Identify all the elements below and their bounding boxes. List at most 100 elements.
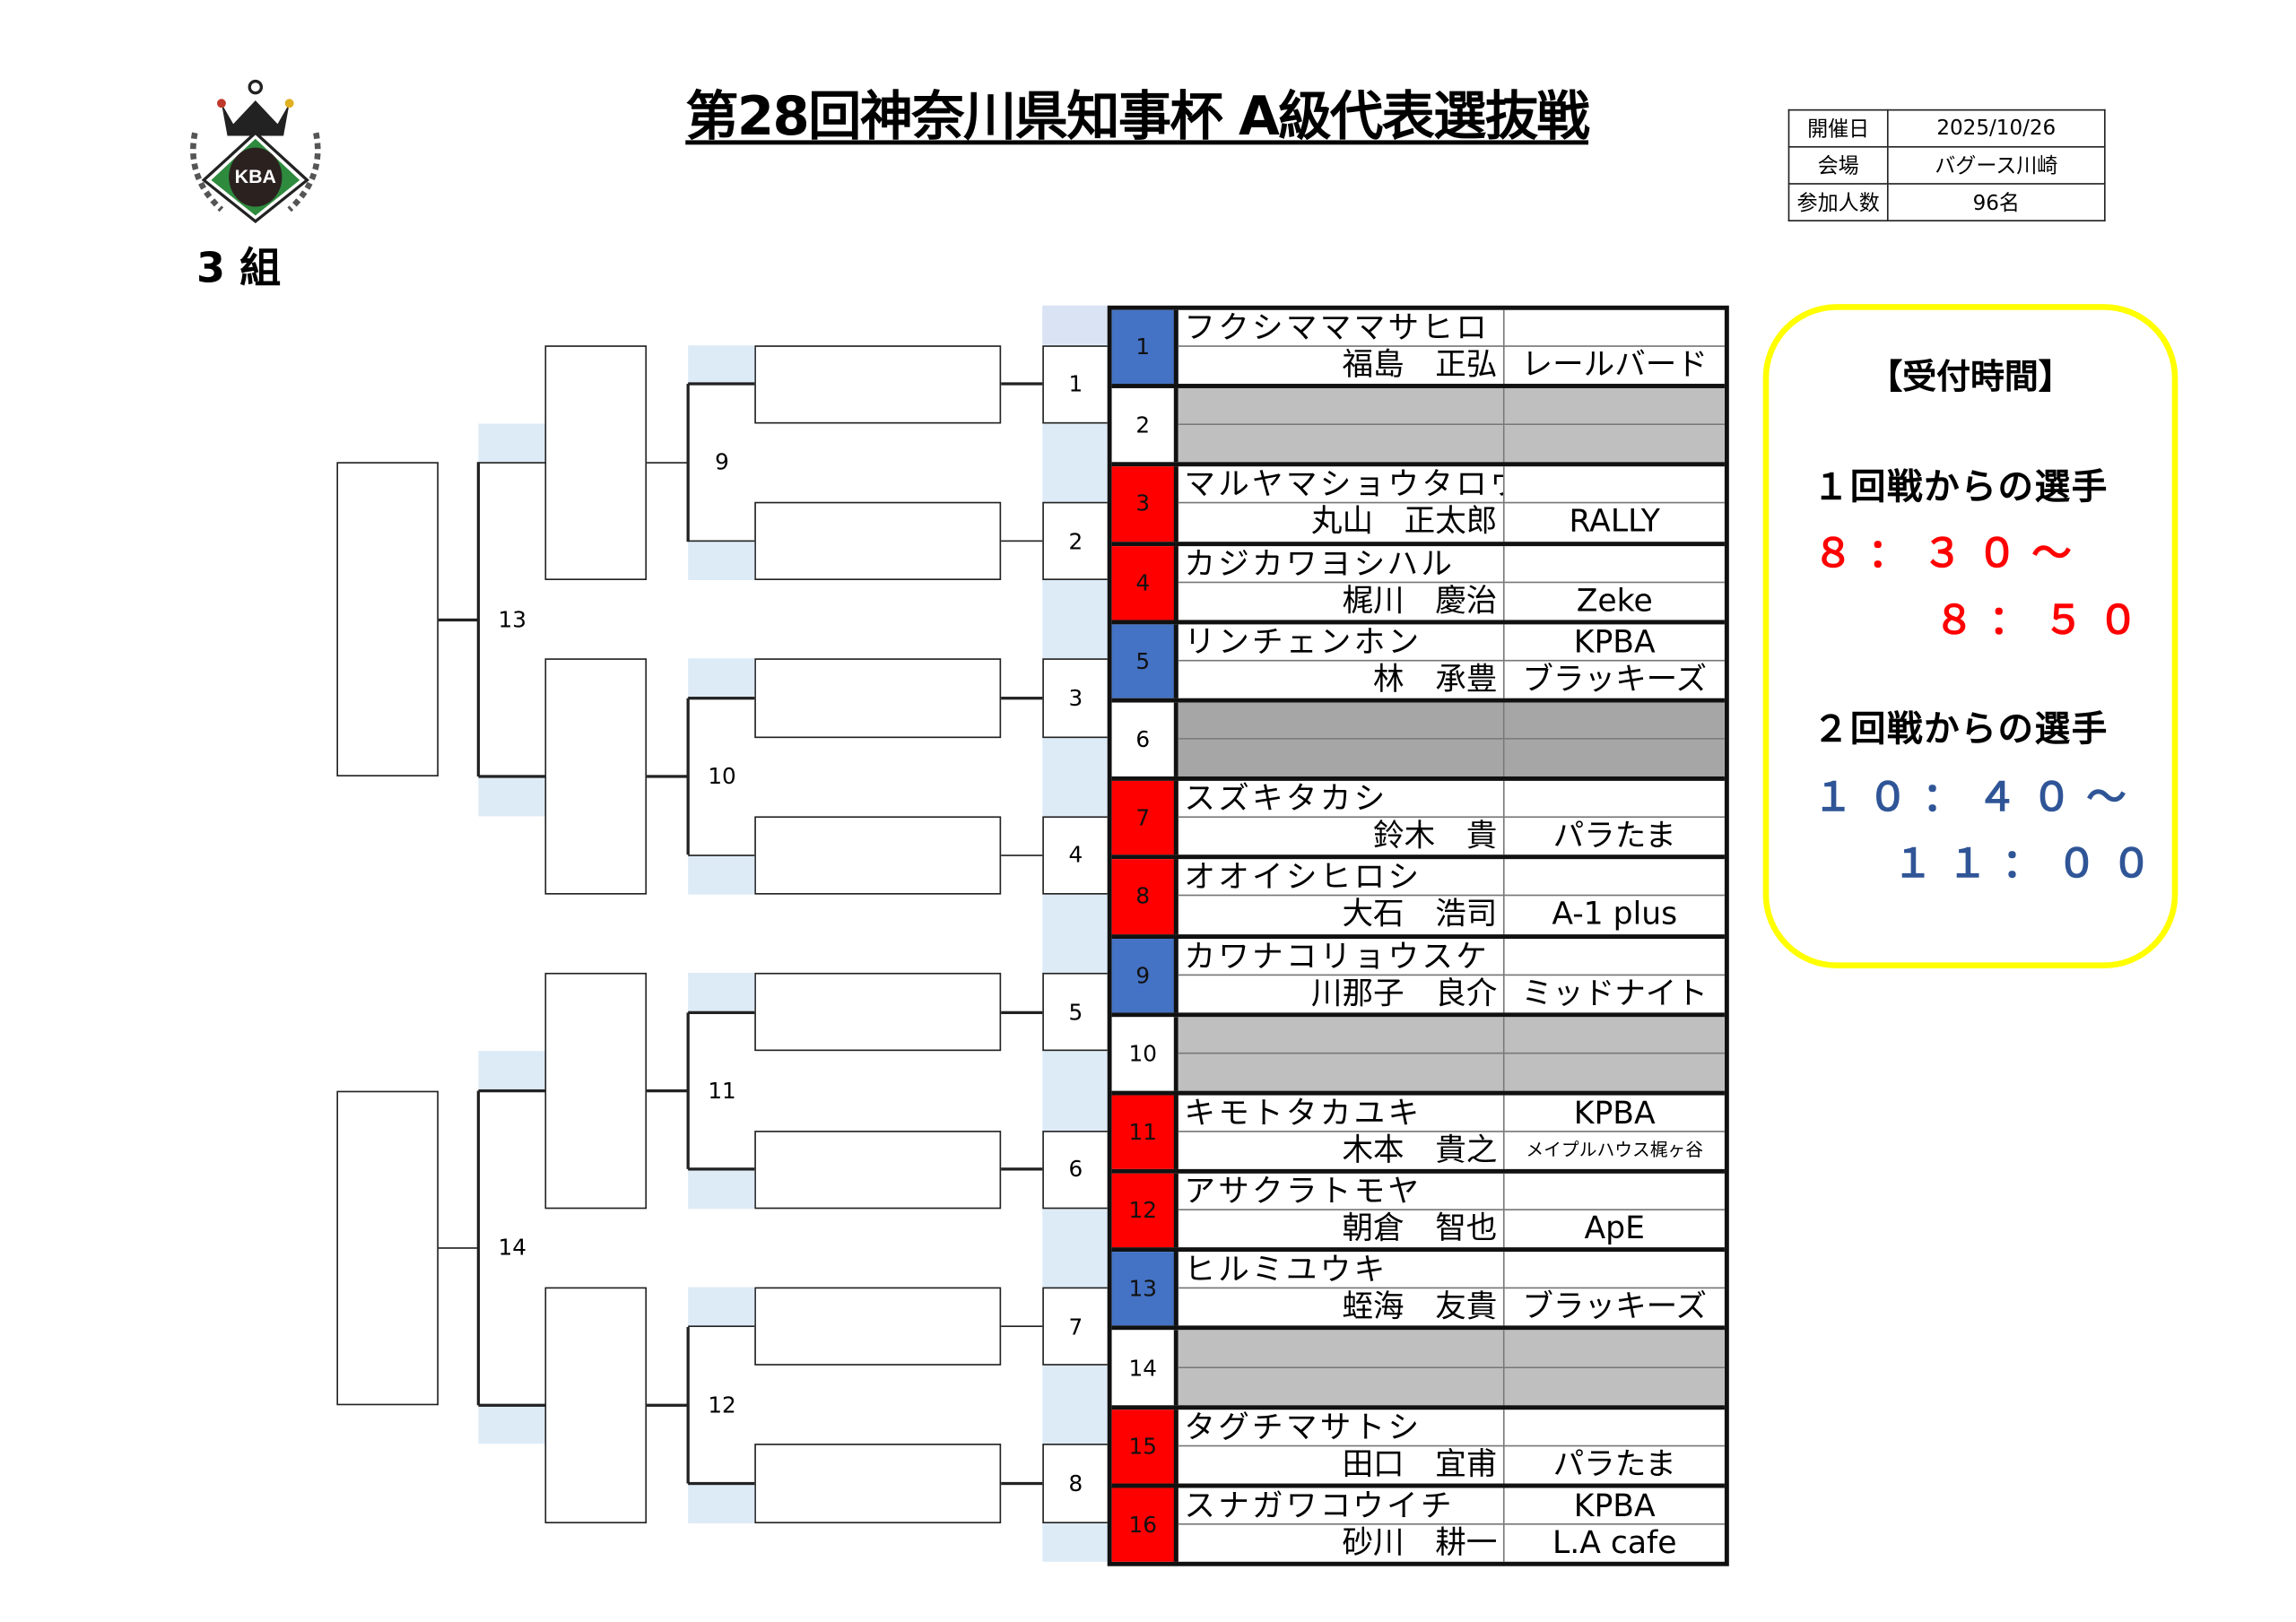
player-kana: タグチマサトシ <box>1178 1409 1505 1446</box>
bracket-shading <box>688 344 755 385</box>
player-cells <box>1178 1331 1725 1405</box>
bracket-shading <box>478 423 545 463</box>
r1-column-shading <box>1042 305 1108 1562</box>
connector-line <box>478 1089 545 1092</box>
player-cells: カワナコリョウスケ川那子 良介ミッドナイト <box>1178 938 1725 1012</box>
player-kana: マルヤマショウタロウ <box>1178 466 1505 505</box>
connector-line <box>686 1326 690 1484</box>
seed-number: 16 <box>1111 1488 1178 1562</box>
connector-line <box>688 1167 755 1171</box>
round1-from: ８：３０～ <box>1813 531 2087 577</box>
connector-line <box>478 1403 545 1407</box>
bracket-shading <box>478 776 545 817</box>
connector-line <box>688 540 755 542</box>
bracket-shading <box>688 541 755 581</box>
page-title: 第28回神奈川県知事杯 A級代表選抜戦 <box>443 74 1831 151</box>
round1-winner-slot <box>754 1130 1002 1209</box>
svg-text:KBA: KBA <box>235 166 276 187</box>
team-name: レールバード <box>1521 347 1708 383</box>
connector-line <box>478 461 545 464</box>
connector-line <box>688 1010 755 1014</box>
team-name <box>1504 1054 1725 1091</box>
player-name: 木本 貴之 <box>1178 1132 1505 1169</box>
connector-line <box>999 1167 1043 1171</box>
info-value: 2025/10/26 <box>1886 108 2106 148</box>
team-top <box>1504 1174 1725 1211</box>
player-kana: カワナコリョウスケ <box>1178 938 1505 976</box>
match-label: 11 <box>708 1077 736 1105</box>
seed-number: 11 <box>1111 1095 1178 1169</box>
bye-row: 14 <box>1111 1326 1725 1405</box>
player-name <box>1178 739 1505 777</box>
team-top: KPBA <box>1504 1095 1725 1132</box>
group-winner-slot <box>336 462 439 777</box>
round1-winner-slot <box>754 1444 1002 1523</box>
bye-row: 2 <box>1111 384 1725 463</box>
round1-match-box: 7 <box>1042 1287 1109 1366</box>
connector-line <box>437 618 479 621</box>
bracket-shading <box>688 658 755 698</box>
player-name: 大石 浩司 <box>1178 896 1505 934</box>
match-number: 4 <box>1068 842 1083 869</box>
player-cells: ヒルミユウキ蛭海 友貴ブラッキーズ <box>1178 1252 1725 1327</box>
match-label: 9 <box>715 449 729 476</box>
round2-from: １０：４０～ <box>1813 775 2142 821</box>
round2-winner-slot <box>544 658 648 895</box>
team-top <box>1504 545 1725 583</box>
team-name: Zeke <box>1576 582 1653 619</box>
player-name: 林 承豊 <box>1178 661 1505 698</box>
info-label: 開催日 <box>1787 108 1889 148</box>
player-kana: フクシマママサヒロ <box>1178 309 1505 348</box>
player-name: 丸山 正太郎 <box>1178 504 1505 542</box>
player-kana: ヒルミユウキ <box>1178 1252 1505 1289</box>
round1-match-box: 5 <box>1042 973 1109 1052</box>
player-name: 梶川 慶治 <box>1178 582 1505 620</box>
player-kana: リンチェンホン <box>1178 623 1505 662</box>
match-label: 13 <box>498 606 526 633</box>
round2-winner-slot <box>544 973 648 1209</box>
r1-top-shading <box>1042 305 1108 344</box>
player-name <box>1178 1367 1505 1405</box>
match-number: 7 <box>1068 1313 1083 1340</box>
round2-winner-slot <box>544 1287 648 1523</box>
match-number: 6 <box>1068 1156 1083 1183</box>
player-cells <box>1178 1016 1725 1091</box>
round2-label: ２回戦からの選手 <box>1813 708 2109 750</box>
connector-line <box>645 1089 689 1092</box>
seed-number: 5 <box>1111 623 1178 698</box>
title-text: 第28回神奈川県知事杯 A級代表選抜戦 <box>685 87 1589 148</box>
player-name: 福島 正弘 <box>1178 347 1505 385</box>
round1-winner-slot <box>754 1287 1002 1366</box>
team-top <box>1504 1409 1725 1446</box>
connector-line <box>999 854 1043 857</box>
seed-number: 13 <box>1111 1252 1178 1327</box>
info-label: 会場 <box>1787 145 1889 185</box>
bracket-shading <box>688 854 755 895</box>
round1-match-box: 3 <box>1042 658 1109 738</box>
team-name: ミッドナイト <box>1521 975 1708 1011</box>
team-name: パラたま <box>1552 818 1676 854</box>
team-top <box>1504 938 1725 976</box>
bye-row: 10 <box>1111 1011 1725 1091</box>
team-name: RALLY <box>1569 504 1660 540</box>
player-cells <box>1178 388 1725 463</box>
player-kana: スズキタカシ <box>1178 781 1505 819</box>
round1-winner-slot <box>754 658 1002 738</box>
round1-match-box: 4 <box>1042 816 1109 895</box>
seed-number: 6 <box>1111 702 1178 777</box>
match-label: 10 <box>708 763 736 791</box>
player-cells: フクシマママサヒロ福島 正弘レールバード <box>1178 309 1725 385</box>
connector-line <box>999 1325 1043 1328</box>
connector-line <box>645 461 689 464</box>
connector-line <box>437 1246 479 1250</box>
